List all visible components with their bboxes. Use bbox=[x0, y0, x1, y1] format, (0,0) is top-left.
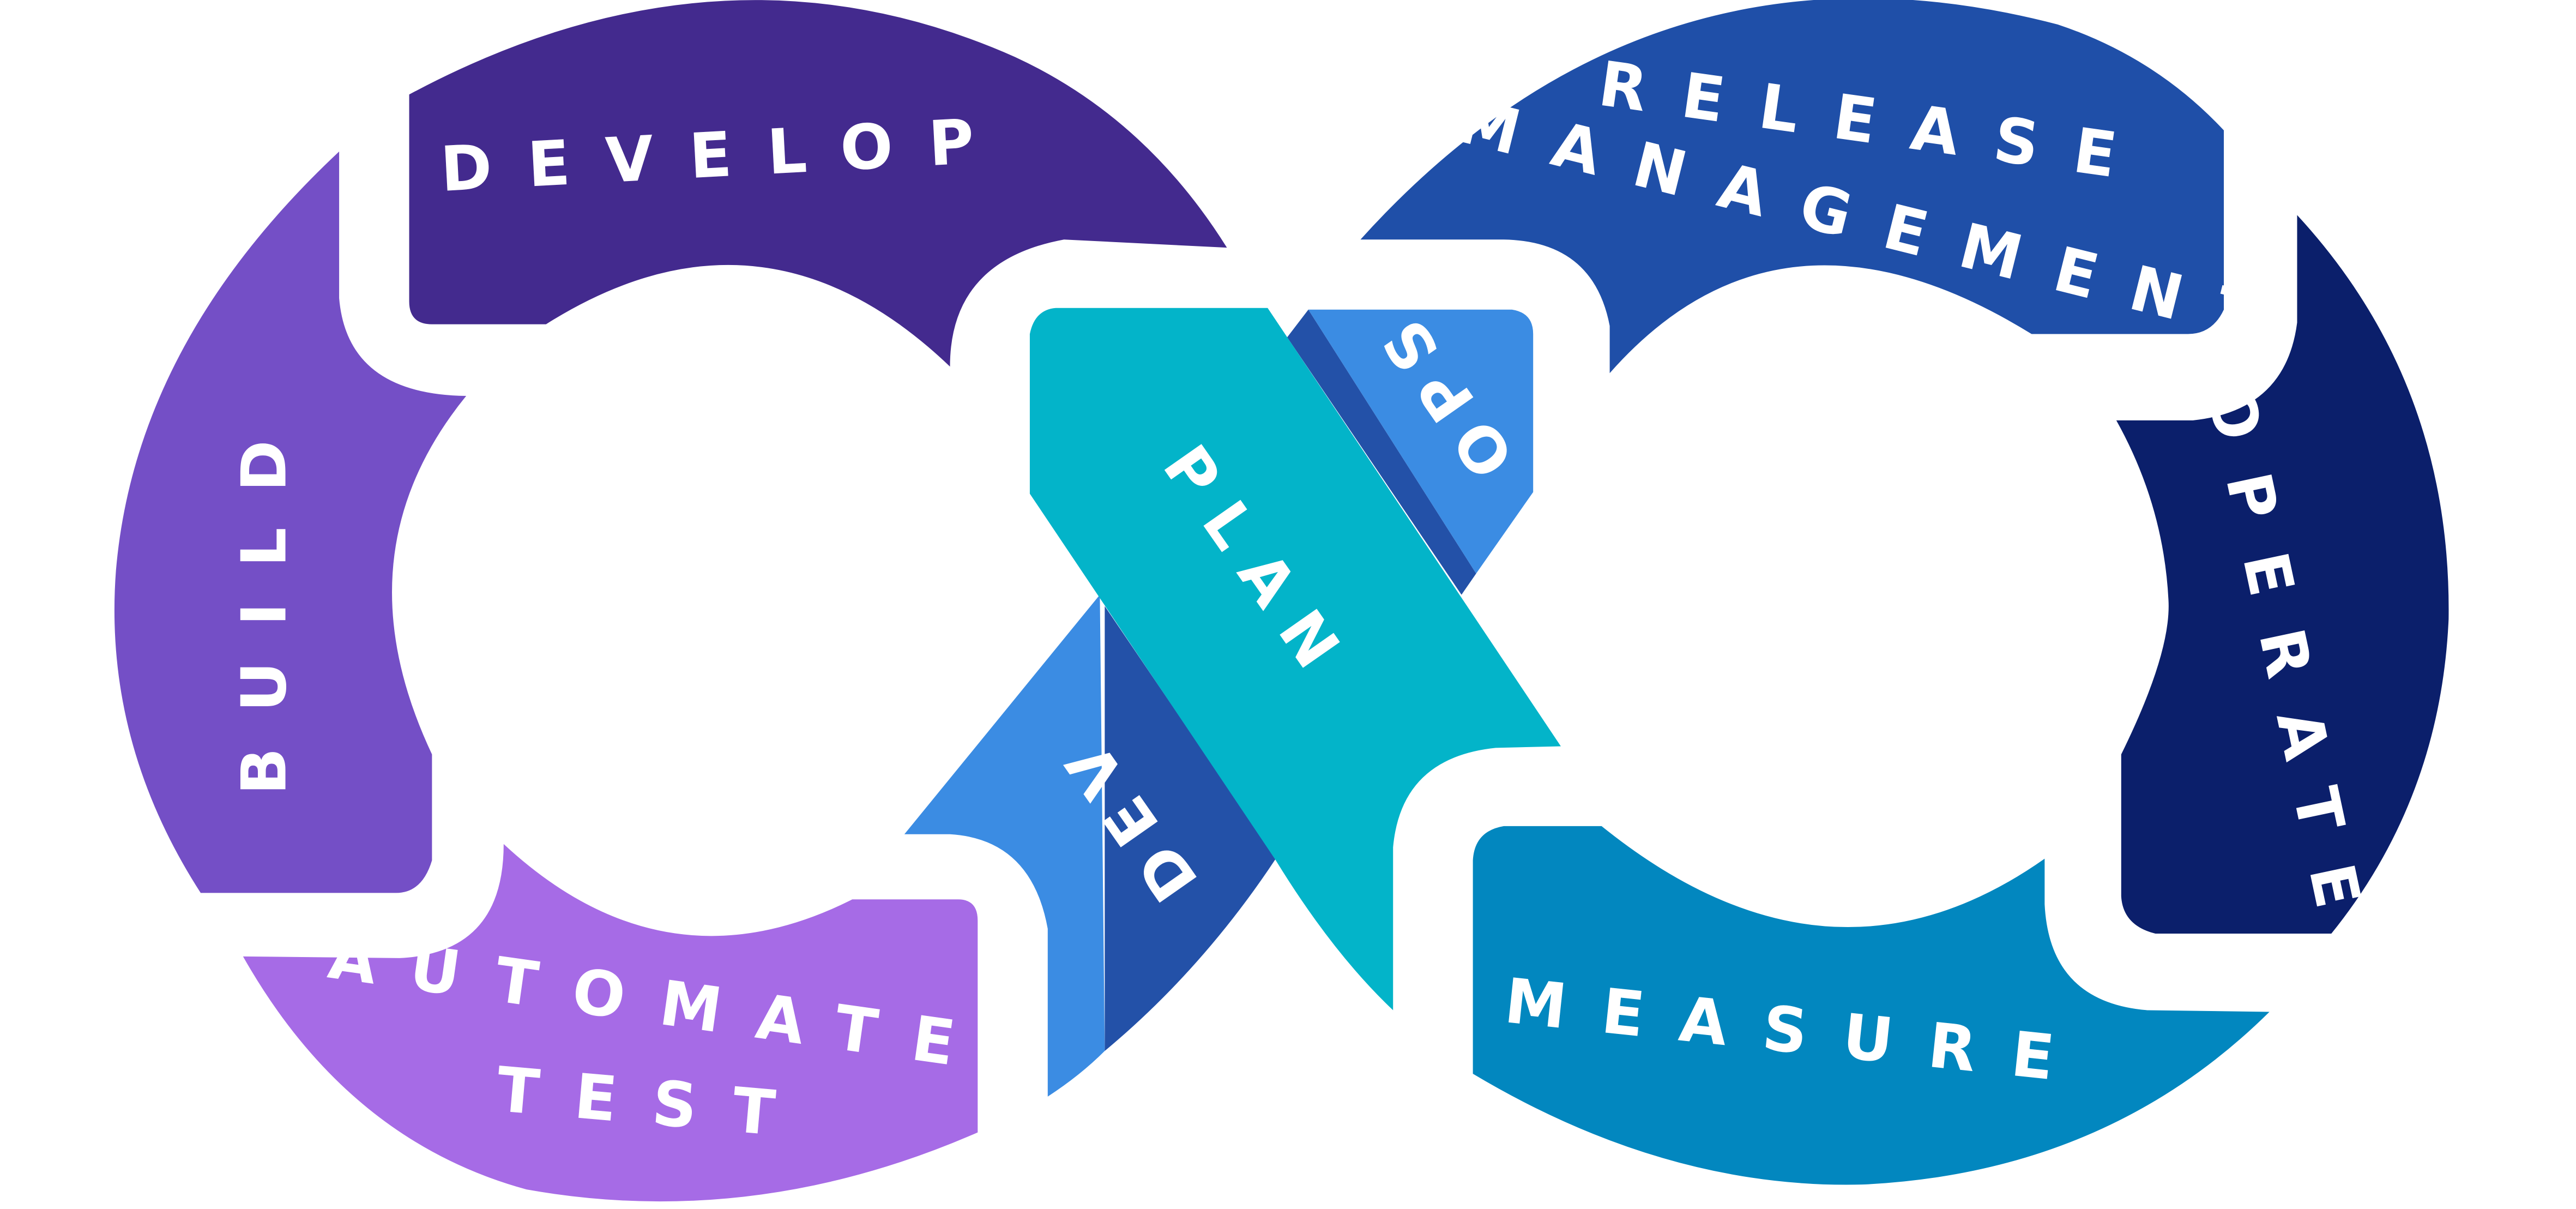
develop-segment bbox=[409, 0, 1227, 367]
build-label: BUILD bbox=[228, 404, 300, 795]
dev-ribbon bbox=[904, 594, 1105, 1097]
automated-test-segment bbox=[243, 844, 978, 1202]
plan-ribbon bbox=[1029, 308, 1561, 1010]
ops-ribbon bbox=[1308, 309, 1534, 574]
ops-ribbon-shadow bbox=[1287, 309, 1476, 595]
measure-segment bbox=[1473, 826, 2270, 1185]
dev-ribbon-shadow bbox=[1105, 606, 1276, 1051]
operate-segment bbox=[2116, 215, 2449, 934]
release-management-segment bbox=[1360, 0, 2224, 374]
build-segment bbox=[114, 151, 467, 893]
